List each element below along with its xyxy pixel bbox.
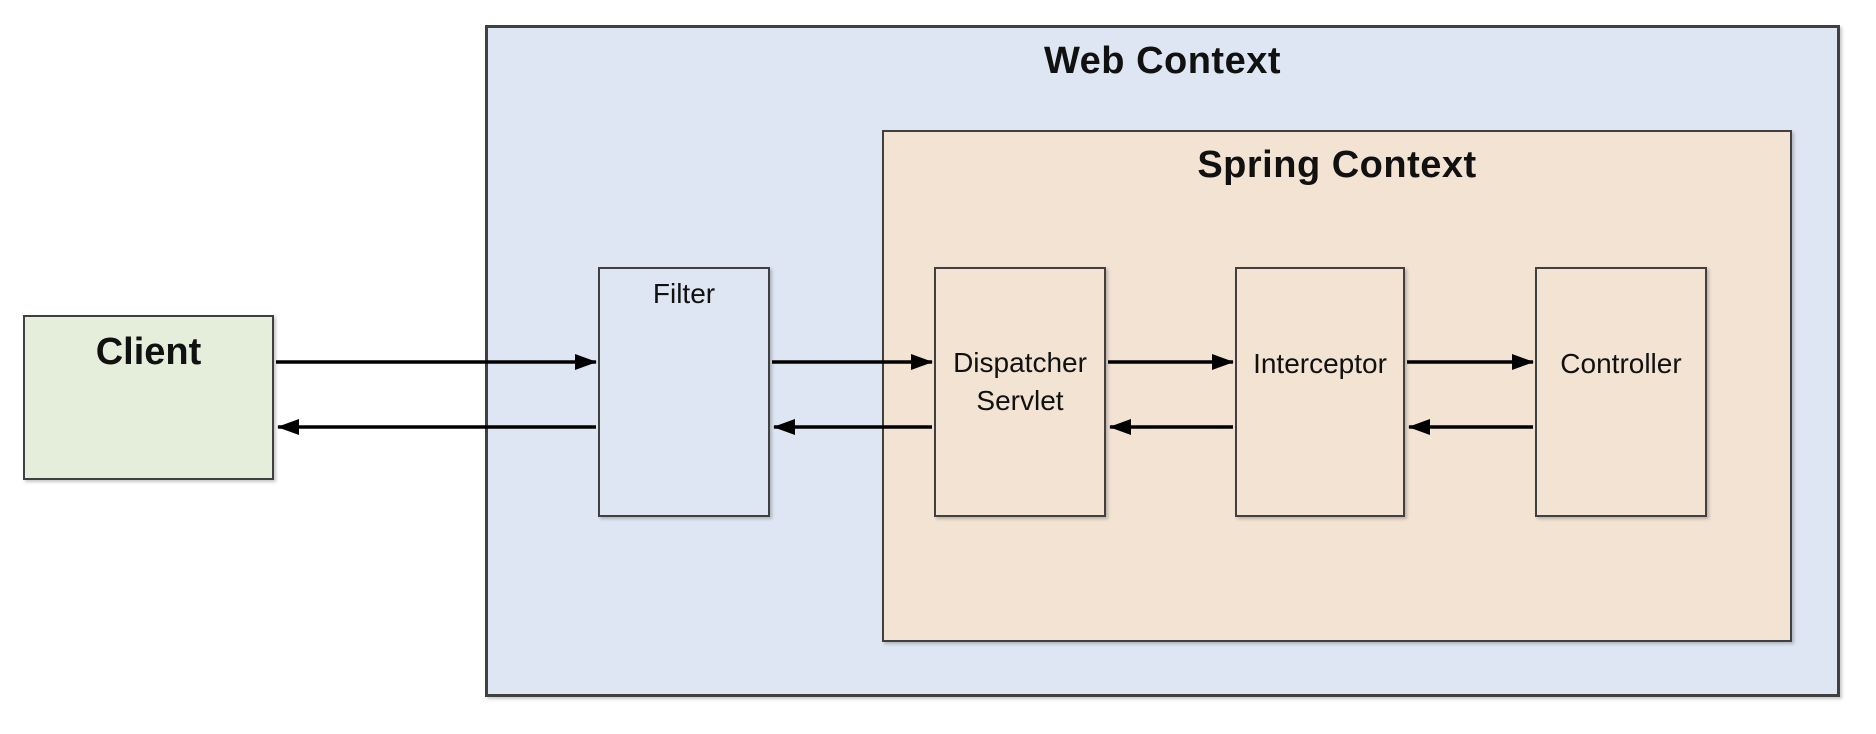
interceptor-label: Interceptor <box>1253 348 1387 379</box>
node-controller: Controller <box>1535 267 1707 517</box>
node-dispatcher-servlet: Dispatcher Servlet <box>934 267 1106 517</box>
node-interceptor: Interceptor <box>1235 267 1405 517</box>
spring-context-title: Spring Context <box>1197 144 1477 186</box>
controller-label: Controller <box>1560 348 1682 379</box>
filter-label: Filter <box>652 278 716 309</box>
web-context-title: Web Context <box>1043 40 1282 82</box>
node-client: Client <box>23 315 274 480</box>
dispatcher-servlet-label: Dispatcher Servlet <box>953 347 1087 416</box>
node-filter: Filter <box>598 267 770 517</box>
client-label: Client <box>95 331 202 373</box>
